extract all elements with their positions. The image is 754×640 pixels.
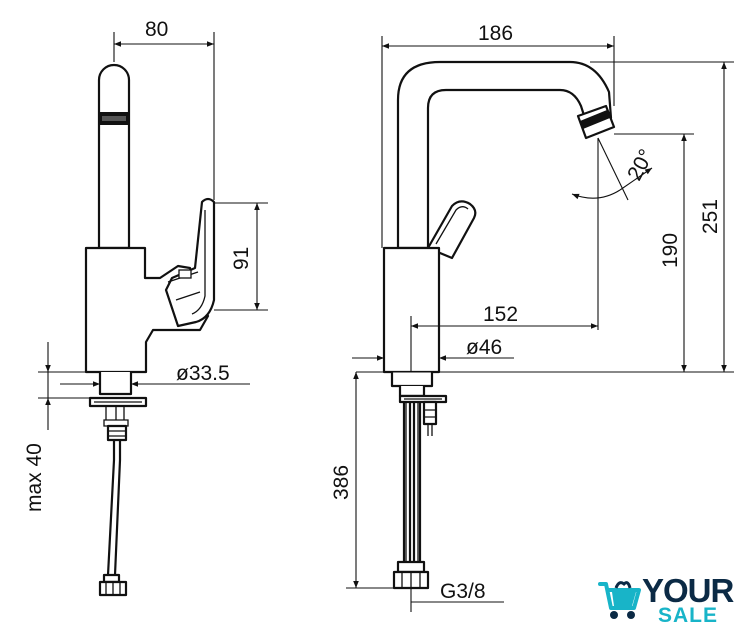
dim-connection: G3/8	[440, 580, 486, 603]
logo-word-your: YOUR	[642, 572, 734, 609]
dim-lever-height: 91	[230, 247, 253, 270]
logo-word-sale: SALE	[658, 604, 719, 627]
dim-spout-reach: 152	[483, 303, 518, 326]
dim-spout-angle: 20°	[623, 146, 658, 185]
shopping-cart-icon	[598, 581, 641, 619]
dim-base-diameter: ø46	[466, 336, 502, 359]
dim-spout-height: 190	[659, 233, 682, 268]
dim-width-side: 80	[145, 18, 168, 41]
dim-hose-length: 386	[330, 465, 353, 500]
side-view: 80 91 ø33.5 max 40	[23, 18, 268, 597]
your-sale-logo: YOUR SALE	[596, 572, 746, 632]
dim-hole-diameter: ø33.5	[176, 362, 230, 385]
dim-max-thickness: max 40	[23, 443, 46, 512]
front-view: 186 251 190 20° 152 ø46 386 G3/8	[330, 22, 734, 612]
dim-width-front: 186	[478, 22, 513, 45]
dim-total-height: 251	[699, 199, 722, 234]
